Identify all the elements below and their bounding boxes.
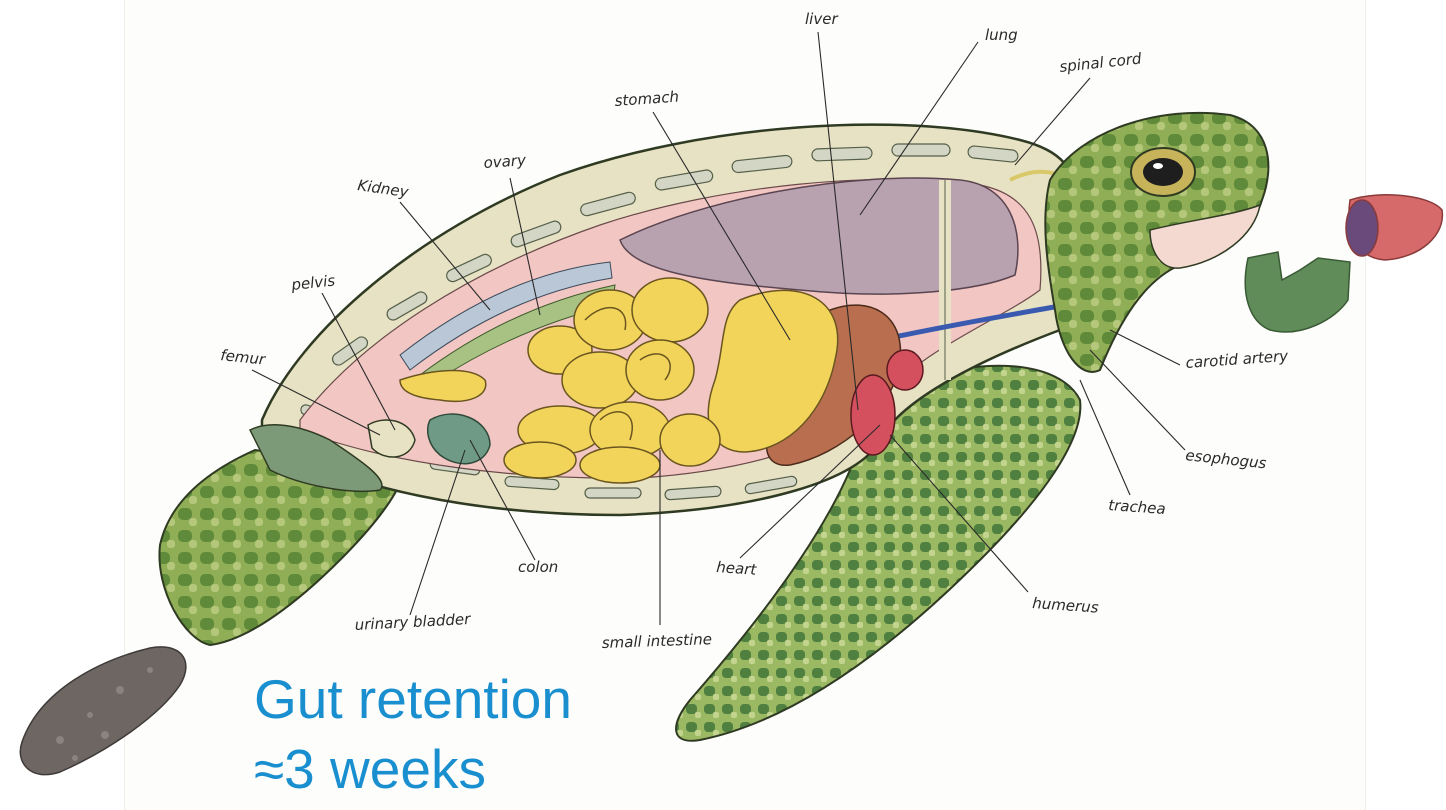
label-spinal-cord: spinal cord	[1059, 49, 1143, 76]
label-small-intestine: small intestine	[602, 630, 713, 652]
label-colon: colon	[518, 558, 558, 576]
label-kidney: Kidney	[356, 176, 410, 201]
seagrass-fragment-image	[1245, 252, 1350, 332]
gut-retention-caption: Gut retention ≈3 weeks	[254, 664, 572, 804]
label-femur: femur	[220, 346, 267, 369]
sea-cucumber-image	[20, 647, 186, 775]
label-liver: liver	[805, 10, 838, 28]
label-trachea: trachea	[1108, 496, 1167, 518]
label-heart: heart	[716, 558, 758, 579]
sponge-image	[1346, 195, 1442, 260]
label-urinary-bladder: urinary bladder	[354, 610, 471, 634]
turtle-eye	[1131, 148, 1195, 196]
label-humerus: humerus	[1032, 594, 1100, 617]
label-lung: lung	[985, 26, 1018, 44]
label-esophogus: esophogus	[1185, 446, 1268, 472]
caption-line-1: Gut retention	[254, 664, 572, 734]
caption-line-2: ≈3 weeks	[254, 734, 572, 804]
label-carotid-artery: carotid artery	[1185, 347, 1290, 372]
label-ovary: ovary	[483, 151, 528, 172]
label-stomach: stomach	[614, 88, 680, 110]
label-pelvis: pelvis	[290, 271, 337, 294]
